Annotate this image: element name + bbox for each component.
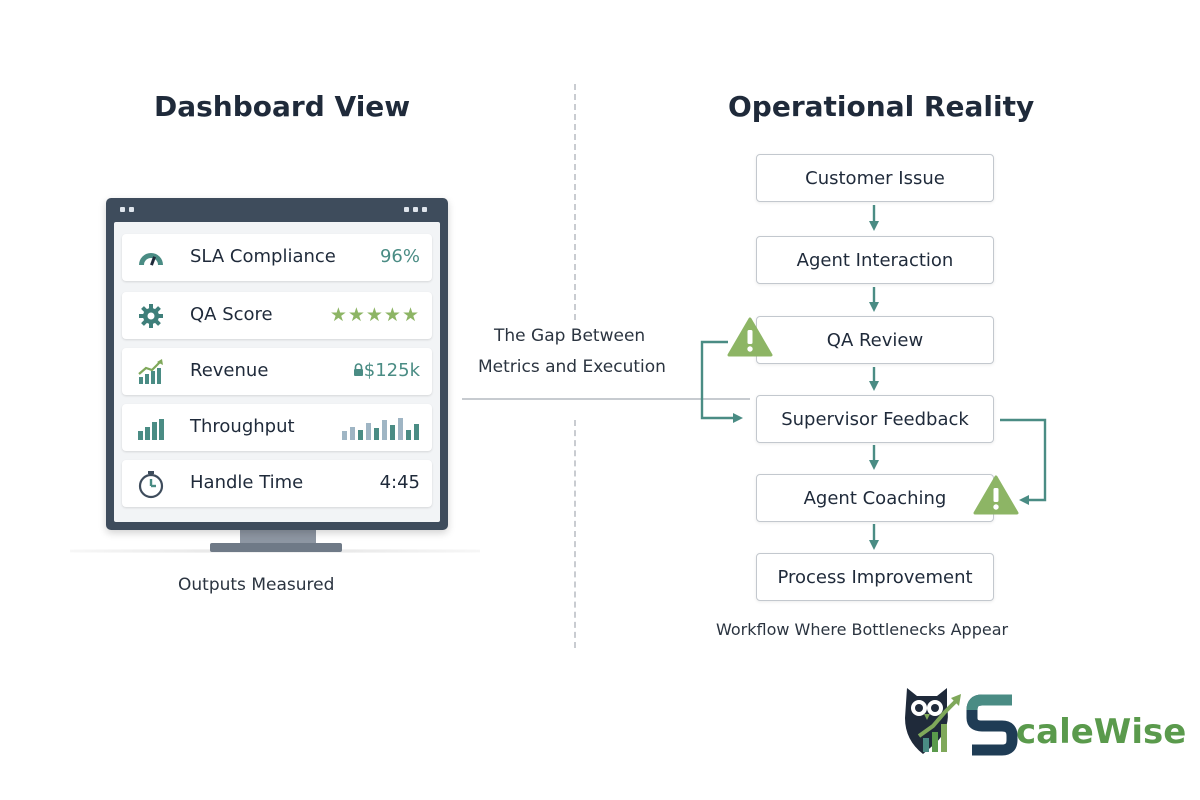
logo-text: caleWise [1016, 712, 1187, 752]
gear-icon [139, 304, 163, 328]
monitor: SLA Compliance 96% QA Score [106, 198, 448, 530]
left-loop-arrow [700, 340, 743, 423]
divider-top [574, 84, 576, 320]
bar-chart-icon [138, 419, 164, 440]
outputs-measured-caption: Outputs Measured [178, 575, 335, 595]
warning-icon [973, 475, 1019, 515]
monitor-stand [240, 530, 316, 544]
flow-step-customer-issue: Customer Issue [756, 154, 994, 202]
gap-connector-line [462, 398, 750, 400]
gap-text-line1: The Gap Between [494, 326, 646, 346]
star-rating: ★★★★★ [329, 304, 420, 326]
metric-row-throughput: Throughput [122, 404, 432, 451]
gauge-icon [139, 253, 163, 266]
right-loop-arrow [1000, 418, 1047, 505]
metric-row-qa: QA Score ★★★★★ [122, 292, 432, 339]
divider-bottom [574, 420, 576, 648]
metric-label: QA Score [190, 304, 273, 325]
workflow-caption: Workflow Where Bottlenecks Appear [716, 620, 1009, 639]
flow-step-agent-interaction: Agent Interaction [756, 236, 994, 284]
stopwatch-icon [138, 471, 164, 499]
mini-bar-chart [342, 418, 419, 440]
monitor-base [210, 543, 342, 552]
monitor-dot [120, 207, 125, 212]
flow-step-agent-coaching: Agent Coaching [756, 474, 994, 522]
dashboard-screen: SLA Compliance 96% QA Score [114, 222, 440, 522]
metric-row-revenue: Revenue $125k [122, 348, 432, 395]
metric-label: Handle Time [190, 472, 304, 493]
metric-label: Throughput [190, 416, 295, 437]
monitor-dot [422, 207, 427, 212]
logo-s-mark [966, 694, 1018, 756]
lock-icon [353, 363, 363, 376]
monitor-dot [413, 207, 418, 212]
metric-label: SLA Compliance [190, 246, 336, 267]
revenue-value: $125k [363, 360, 420, 381]
metric-label: Revenue [190, 360, 269, 381]
metric-row-handle-time: Handle Time 4:45 [122, 460, 432, 507]
warning-icon [727, 317, 773, 357]
gap-text-line2: Metrics and Execution [478, 357, 666, 377]
metric-value: 4:45 [379, 472, 420, 493]
metric-row-sla: SLA Compliance 96% [122, 234, 432, 281]
dashboard-view-title: Dashboard View [154, 90, 411, 123]
metric-value: 96% [379, 246, 420, 267]
flow-step-qa-review: QA Review [756, 316, 994, 364]
metric-value: $125k [353, 360, 420, 381]
flow-step-process-improvement: Process Improvement [756, 553, 994, 601]
logo-wordmark: caleWise [1016, 712, 1186, 752]
flow-step-supervisor-feedback: Supervisor Feedback [756, 395, 994, 443]
owl-logo-icon [905, 688, 961, 754]
operational-reality-title: Operational Reality [728, 90, 1035, 123]
monitor-dot [404, 207, 409, 212]
monitor-dot [129, 207, 134, 212]
trend-chart-icon [138, 359, 163, 384]
